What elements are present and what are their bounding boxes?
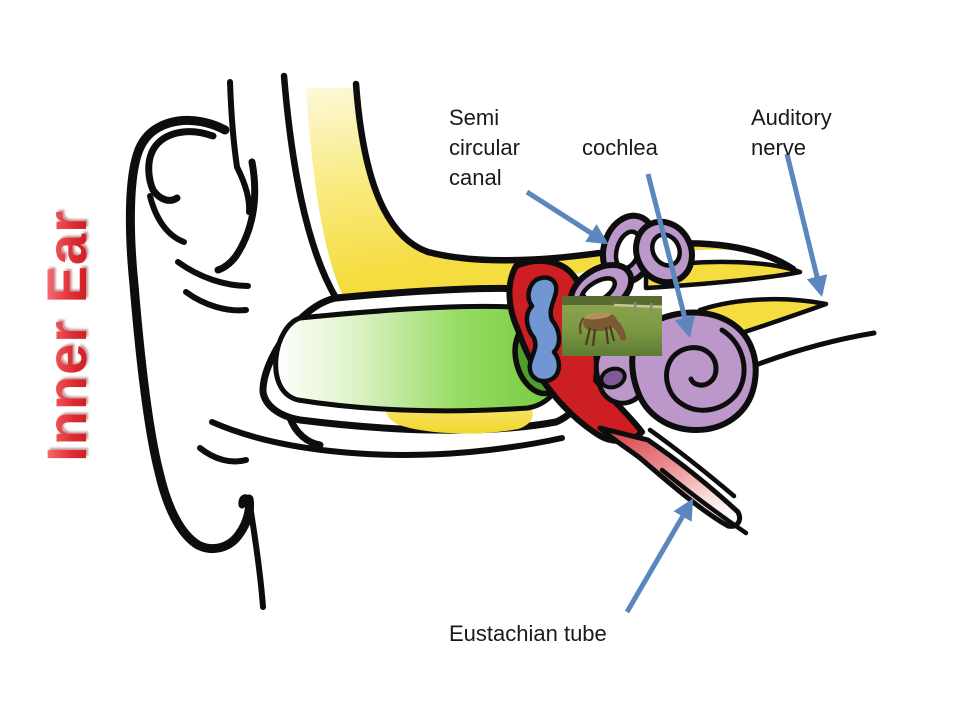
- arrow-eustachian-tube: [624, 498, 694, 614]
- ossicles-blue: [524, 275, 562, 384]
- cochlea-body: [629, 309, 759, 434]
- arrow-cochlea: [645, 173, 696, 339]
- cochlea-spiral: [664, 327, 747, 413]
- eustachian-outline-upper: [647, 427, 737, 499]
- label-auditory-nerve: Auditory nerve: [751, 105, 832, 160]
- nerve-lower-line: [745, 330, 877, 371]
- sheath-lower-line: [209, 419, 565, 458]
- callout-arrows: [525, 153, 828, 614]
- label-semi-circular-canal: Semi circular canal: [449, 105, 520, 190]
- eustachian-outline-lower: [659, 467, 749, 536]
- horse-in-field-photo: [562, 296, 663, 356]
- label-cochlea: cochlea: [582, 135, 658, 160]
- oval-window: [599, 366, 627, 390]
- scalp-line-front: [280, 72, 340, 302]
- label-eustachian-tube: Eustachian tube: [449, 621, 607, 646]
- arrow-semicircular-canal: [525, 189, 609, 245]
- scalp-line-back: [352, 80, 797, 273]
- ear-canal-tube: [273, 303, 567, 414]
- arrow-auditory-nerve: [784, 153, 828, 298]
- outer-ear-pinna: [125, 79, 324, 610]
- slide-title: Inner Ear: [34, 186, 106, 486]
